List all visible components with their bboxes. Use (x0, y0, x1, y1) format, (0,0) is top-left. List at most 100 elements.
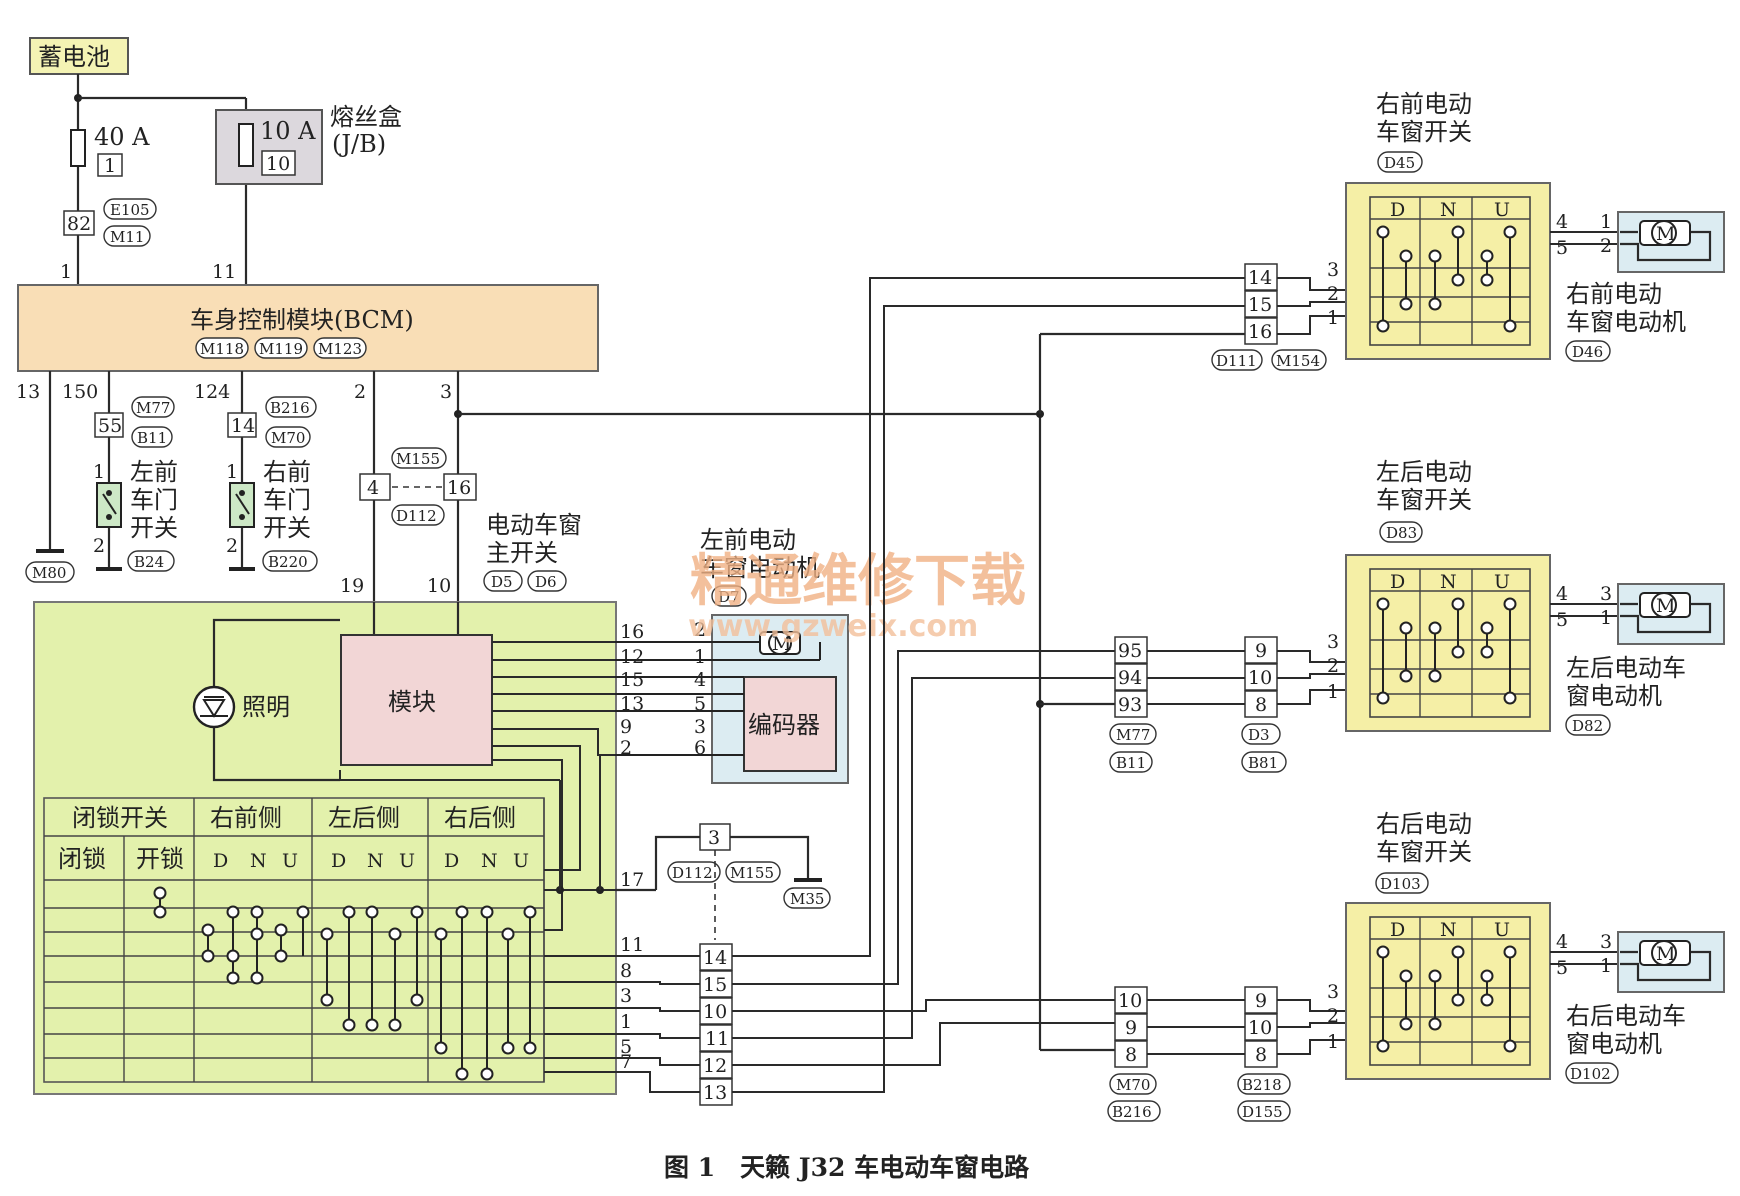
rf-motor-label-2: 车窗电动机 (1566, 308, 1686, 336)
main-switch-label-1: 电动车窗 (486, 511, 582, 539)
lr-conn1-pin-94: 94 (1118, 667, 1142, 689)
bcm-module: 车身控制模块(BCM) M118 M119 M123 (17, 284, 599, 372)
conn-m155-left: 4 (367, 477, 379, 499)
main-switch-label-2: 主开关 (486, 539, 558, 567)
ms-pin-12: 12 (620, 646, 644, 668)
rr-switch-n: N (1440, 919, 1457, 941)
rr-switch-d: D (1390, 919, 1405, 941)
rr-switch-u: U (1494, 919, 1510, 941)
ground-m80: M80 (25, 561, 75, 583)
rf-door-code: B220 (268, 553, 308, 571)
rf-conn-pin-14: 14 (1248, 267, 1272, 289)
lf-motor-pin-2: 2 (694, 619, 706, 641)
rr-conn1-pin-9: 9 (1125, 1017, 1137, 1039)
lf-door-label-1: 左前 (130, 458, 178, 486)
tag-lr-m77: M77 (1116, 726, 1150, 744)
table-sub-rr-u: U (513, 850, 529, 872)
rr-switch-label-1: 右后电动 (1376, 810, 1472, 838)
rr-switch-pin-2: 2 (1327, 1005, 1339, 1027)
tag-b218: B218 (1242, 1076, 1282, 1094)
right-front-window-motor: 1 2 M (1600, 211, 1725, 273)
rf-switch-out-4: 4 (1556, 211, 1568, 233)
lr-switch-pin-3: 3 (1327, 631, 1339, 653)
rf-motor-pin-1: 1 (1600, 211, 1612, 233)
tag-b81: B81 (1248, 754, 1278, 772)
lr-switch-pin-2: 2 (1327, 655, 1339, 677)
battery: 蓄电池 (29, 37, 129, 75)
rf-switch-code: D45 (1384, 154, 1415, 172)
right-rear-window-motor: 3 1 M (1600, 931, 1725, 993)
lr-switch-n: N (1440, 571, 1457, 593)
battery-label: 蓄电池 (38, 43, 110, 71)
rr-motor-pin-1: 1 (1600, 955, 1612, 977)
bcm-pin-3: 3 (440, 381, 452, 403)
tag-m118: M118 (200, 340, 244, 358)
bcm-label: 车身控制模块(BCM) (190, 306, 414, 334)
ground-m80-label: M80 (32, 564, 66, 582)
rf-door-conn: 14 (231, 415, 255, 437)
table-sub-lock: 闭锁 (58, 845, 106, 873)
rr-motor-label-2: 窗电动机 (1566, 1030, 1662, 1058)
d112-pin-12: 12 (703, 1055, 727, 1077)
lf-motor-pin-5: 5 (694, 693, 706, 715)
left-front-window-motor: 编码器 M 2 1 4 5 3 6 (615, 614, 849, 784)
lamp-label: 照明 (242, 693, 290, 721)
lf-door-conn: 55 (98, 415, 122, 437)
fuse-box-label: 熔丝盒 (330, 103, 402, 131)
tag-m154: M154 (1276, 352, 1320, 370)
lr-switch-label-2: 车窗开关 (1376, 486, 1472, 514)
lf-motor-pin-1: 1 (694, 646, 706, 668)
bcm-pin-1: 1 (60, 261, 72, 283)
rr-connector-1: 10 9 8 M70 B216 (1107, 986, 1161, 1122)
ms-pin-17: 17 (620, 869, 644, 891)
main-switch-code-d5: D5 (491, 573, 513, 591)
power-window-main-switch: 模块 照明 闭锁开关 右前侧 左后侧 右后侧 闭锁 开锁 D N U D N U… (33, 601, 617, 1095)
fuse-10a-rating: 10 A (260, 117, 316, 145)
tag-m77: M77 (136, 399, 170, 417)
rr-conn2-pin-10: 10 (1248, 1017, 1272, 1039)
bcm-pin-13: 13 (16, 381, 40, 403)
conn-m155-right: 16 (447, 477, 471, 499)
lr-conn2-pin-8: 8 (1255, 694, 1267, 716)
lr-motor-code: D82 (1572, 717, 1603, 735)
lr-conn1-pin-95: 95 (1118, 640, 1142, 662)
rf-door-pin-bot: 2 (226, 535, 238, 557)
lf-motor-pin-3: 3 (694, 716, 706, 738)
watermark-url: www.gzweix.com (688, 609, 978, 644)
lr-switch-label-1: 左后电动 (1376, 458, 1472, 486)
d112-pin-10: 10 (703, 1001, 727, 1023)
rf-motor-label-1: 右前电动 (1566, 280, 1662, 308)
ground-m35-label: M35 (790, 890, 824, 908)
rr-switch-out-4: 4 (1556, 931, 1568, 953)
ms-pin-9: 9 (620, 716, 632, 738)
main-switch-pin-19: 19 (340, 575, 364, 597)
rr-switch-label-2: 车窗开关 (1376, 838, 1472, 866)
tag-b11: B11 (137, 429, 167, 447)
rf-conn-pin-15: 15 (1248, 294, 1272, 316)
rf-door-label-2: 车门 (263, 486, 311, 514)
connector-d112-lower: 14 15 10 11 12 13 (699, 943, 733, 1106)
bcm-pin-124: 124 (194, 381, 230, 403)
rr-conn2-pin-9: 9 (1255, 990, 1267, 1012)
tag-d111: D111 (1216, 352, 1257, 370)
lr-switch-u: U (1494, 571, 1510, 593)
d112-pin-15: 15 (703, 974, 727, 996)
ms-pin-5: 5 (620, 1036, 632, 1058)
left-rear-window-switch: D N U (1345, 554, 1551, 732)
rf-switch-d: D (1390, 199, 1405, 221)
lr-switch-pin-1: 1 (1327, 681, 1339, 703)
rf-switch-n: N (1440, 199, 1457, 221)
tag-d3: D3 (1248, 726, 1270, 744)
main-switch-pin-10: 10 (427, 575, 451, 597)
rf-motor-m-symbol: M (1656, 223, 1675, 245)
tag-m155-lower: M155 (730, 864, 774, 882)
table-sub-lr-n: N (367, 850, 384, 872)
lf-door-code: B24 (134, 553, 164, 571)
d112-pin-13: 13 (703, 1082, 727, 1104)
ms-pin-7: 7 (620, 1051, 632, 1073)
rr-motor-label-1: 右后电动车 (1566, 1002, 1686, 1030)
table-sub-rf-n: N (250, 850, 267, 872)
table-sub-rf-u: U (282, 850, 298, 872)
rf-door-label-1: 右前 (263, 458, 311, 486)
rf-conn-pin-16: 16 (1248, 321, 1272, 343)
